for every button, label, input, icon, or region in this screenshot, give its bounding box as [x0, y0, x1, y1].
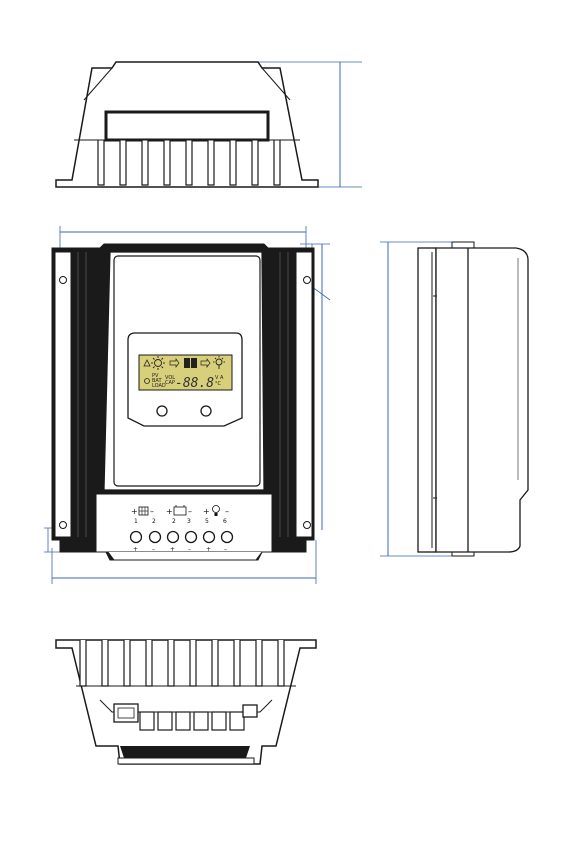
mount-hole-top-left [60, 277, 67, 284]
battery-plus-sign: + [166, 507, 173, 516]
bottom-housing-outline [56, 640, 316, 764]
mount-hole-top-right [304, 277, 311, 284]
load-terminal-num-right: 6 [223, 518, 227, 525]
side-cover-profile [436, 248, 528, 552]
battery-icon [184, 358, 197, 368]
top-heatsink-fins [98, 140, 280, 185]
mount-hole-bottom-right [304, 522, 311, 529]
bottom-cover-lip [118, 758, 254, 764]
bottom-cover-dark [120, 746, 250, 758]
bottom-mark-2: – [152, 546, 155, 553]
bottom-mark-5: + [206, 546, 211, 553]
side-base-plate [418, 248, 436, 552]
select-button[interactable] [201, 406, 211, 416]
bottom-mark-4: – [188, 546, 191, 553]
front-left-mount-strip [55, 252, 71, 537]
load-terminal-num-left: 5 [205, 518, 209, 525]
terminal-screw-load-minus[interactable] [222, 532, 233, 543]
terminal-screw-pv-minus[interactable] [150, 532, 161, 543]
terminal-screw-bat-minus[interactable] [186, 532, 197, 543]
front-view: PV BAT LOAD VOL CAP -88.8 V A °C + – 1 2… [44, 226, 330, 584]
bottom-mark-1: + [133, 546, 138, 553]
battery-terminal-num-left: 2 [172, 518, 176, 525]
lcd-label-cap: CAP [165, 380, 175, 386]
terminal-screw-pv-plus[interactable] [131, 532, 142, 543]
top-view [56, 62, 362, 187]
lcd-readout: -88.8 [175, 376, 214, 391]
rj45-port-inner [118, 708, 134, 718]
load-plus-sign: + [203, 507, 210, 516]
pv-terminal-num-left: 1 [134, 518, 138, 525]
pv-terminal-num-right: 2 [152, 518, 156, 525]
lcd-unit-c: °C [215, 381, 222, 387]
mount-hole-bottom-left [60, 522, 67, 529]
bottom-mark-3: + [170, 546, 175, 553]
pv-plus-sign: + [131, 507, 138, 516]
side-top-lip [452, 242, 474, 248]
load-minus-sign: – [225, 507, 229, 516]
temp-sensor-port[interactable] [243, 705, 257, 717]
bottom-mark-6: – [224, 546, 227, 553]
front-bottom-lip [108, 552, 262, 560]
terminal-screw-bat-plus[interactable] [168, 532, 179, 543]
battery-terminal-num-right: 3 [187, 518, 191, 525]
bottom-view [56, 640, 316, 764]
side-view [380, 242, 528, 556]
battery-minus-sign: – [188, 507, 192, 516]
terminal-screw-load-plus[interactable] [204, 532, 215, 543]
lcd-label-load: LOAD [152, 383, 166, 389]
pv-minus-sign: – [150, 507, 154, 516]
front-right-mount-strip [296, 252, 312, 537]
terminal-block [96, 494, 272, 552]
pv-panel-icon [139, 507, 148, 515]
menu-button[interactable] [157, 406, 167, 416]
